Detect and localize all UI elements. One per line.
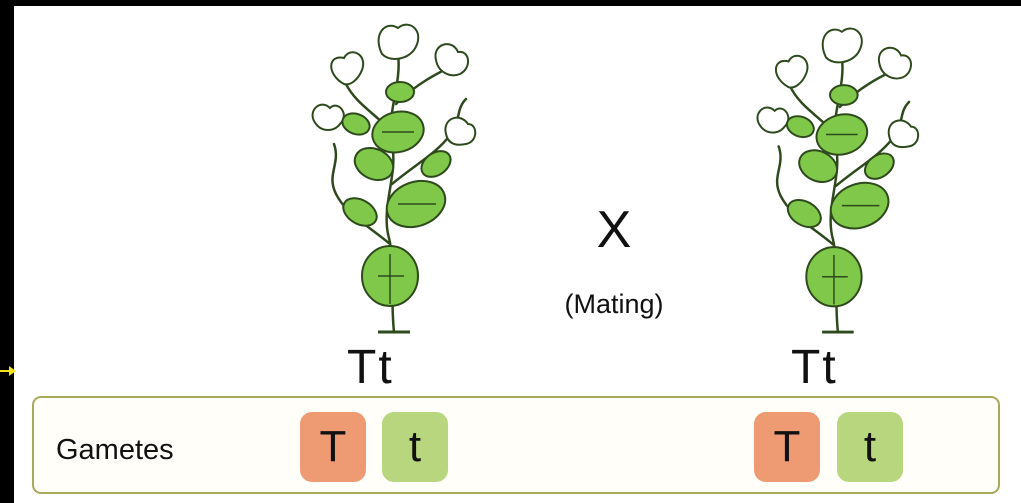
right-gamete-recessive-allele: t <box>837 412 903 482</box>
cross-symbol: X <box>596 201 632 259</box>
mating-label: (Mating) <box>564 289 664 319</box>
left-gamete-dominant-allele: T <box>300 412 366 482</box>
gametes-box: Gametes T t T t <box>32 396 1000 494</box>
pea-plant-icon <box>756 27 920 334</box>
pea-plant-icon <box>311 23 477 334</box>
diagram-panel: Tt Tt X (Mating) Gametes T t T t <box>14 6 1021 503</box>
right-gamete-dominant-allele: T <box>754 412 820 482</box>
left-gamete-recessive-allele: t <box>382 412 448 482</box>
pointer-arrow-icon <box>0 366 16 376</box>
gametes-label: Gametes <box>56 434 174 466</box>
right-parent-genotype: Tt <box>791 341 838 394</box>
left-parent-genotype: Tt <box>347 341 394 394</box>
